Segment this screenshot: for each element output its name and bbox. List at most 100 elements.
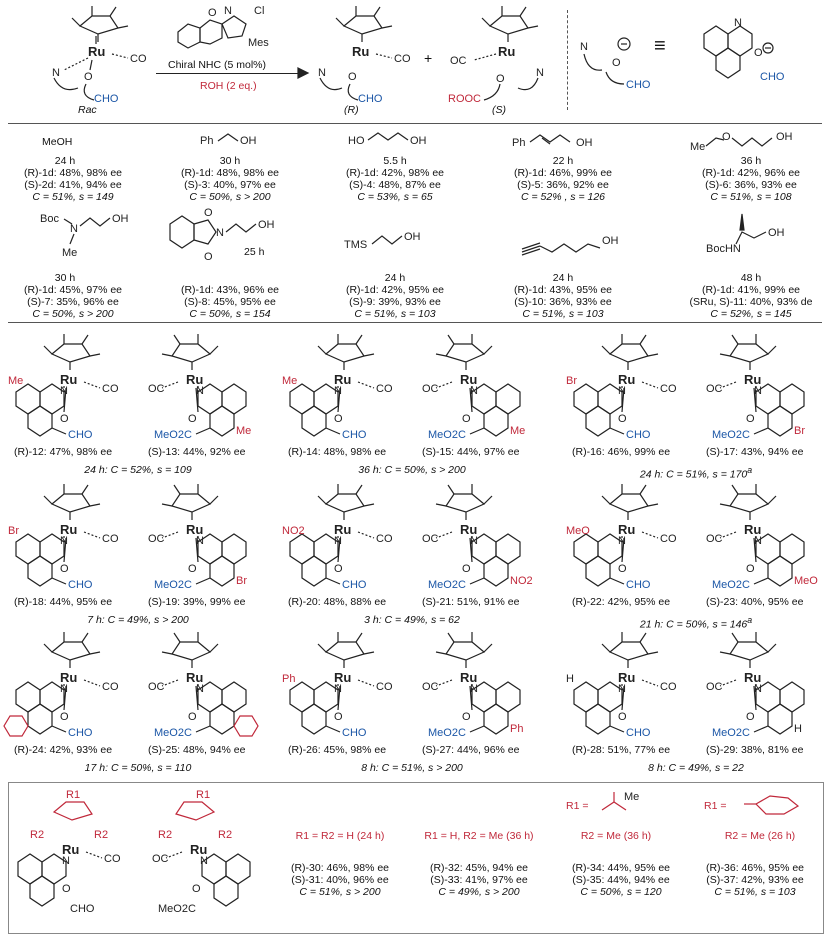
result-s: (S)-2d: 41%, 94% ee [24,179,122,191]
variant-s: (S)-31: 40%, 96% ee [291,874,389,886]
svg-text:Ru: Ru [498,44,515,59]
svg-text:N: N [618,535,626,547]
svg-text:O: O [334,711,343,723]
svg-text:MeO2C: MeO2C [154,579,192,591]
svg-text:OH: OH [258,219,275,231]
svg-text:Ru: Ru [190,842,207,857]
caption-r: (R)-28: 51%, 77% ee [572,744,671,756]
svg-text:Ru: Ru [618,522,635,537]
svg-text:CO: CO [394,53,411,65]
svg-text:MeO: MeO [794,575,818,587]
result-r: (R)-1d: 45%, 97% ee [23,284,123,296]
result-r: (R)-1d: 42%, 96% ee [701,167,801,179]
svg-text:Ru: Ru [744,522,761,537]
variant-s: (S)-37: 42%, 93% ee [706,874,804,886]
svg-text:N: N [200,855,208,867]
svg-text:TMS: TMS [344,239,367,251]
svg-text:CHO: CHO [342,579,367,591]
svg-text:OC: OC [148,383,165,395]
result-cs: C = 51%, s = 103 [522,308,604,320]
svg-text:R2: R2 [30,829,44,841]
triazolium-n-label: N [224,5,232,17]
svg-text:N: N [470,535,478,547]
svg-text:CO: CO [376,681,393,693]
time-label: 24 h [384,272,406,284]
svg-text:O: O [204,207,213,219]
time-label: 30 h [54,272,76,284]
svg-text:R2: R2 [158,829,172,841]
svg-text:O: O [496,73,505,85]
svg-text:O: O [60,711,69,723]
result-s: (S)-4: 48%, 87% ee [349,179,441,191]
svg-text:O: O [334,413,343,425]
result-r: (R)-1d: 42%, 95% ee [345,284,445,296]
svg-text:CO: CO [102,681,119,693]
conditions-text: 7 h: C = 49%, s > 200 [87,614,189,626]
caption-s: (S)-13: 44%, 92% ee [148,446,246,458]
result-cs: C = 52%, s = 145 [710,308,792,320]
svg-text:R1: R1 [196,789,210,801]
cl-label: Cl [254,5,264,17]
svg-text:OH: OH [112,213,129,225]
caption-r: (R)-22: 42%, 95% ee [572,596,671,608]
svg-text:Me: Me [690,141,705,153]
svg-text:OC: OC [148,533,165,545]
svg-text:CO: CO [660,533,677,545]
svg-text:O: O [334,563,343,575]
svg-text:O: O [618,413,627,425]
svg-text:MeO2C: MeO2C [428,429,466,441]
svg-text:N: N [618,683,626,695]
svg-text:MeO2C: MeO2C [158,903,196,915]
svg-text:Ru: Ru [60,372,77,387]
variant-r: (R)-36: 46%, 95% ee [705,862,805,874]
svg-text:N: N [318,67,326,79]
caption-r: (R)-18: 44%, 95% ee [14,596,113,608]
variant-r: (R)-34: 44%, 95% ee [571,862,671,874]
rac-label: Rac [78,104,97,116]
svg-text:OH: OH [776,131,793,143]
time-label: 36 h [740,155,762,167]
conditions-text: 8 h: C = 51%, s > 200 [361,762,463,774]
isopropyl-structure: Me [601,791,639,811]
svg-text:CO: CO [376,383,393,395]
caption-s: (S)-25: 48%, 94% ee [148,744,246,756]
variant-head: R1 = H, R2 = Me (36 h) [424,830,534,842]
ligand-shorthand-structure: N O CHO [580,37,651,91]
svg-text:CHO: CHO [68,429,93,441]
svg-text:N: N [60,683,68,695]
caption-conditions: 17 h: C = 50%, s = 110 [38,762,238,774]
caption-s: (S)-19: 39%, 99% ee [148,596,246,608]
cho-label: CHO [94,93,119,105]
svg-text:OH: OH [576,137,593,149]
svg-text:OC: OC [422,681,439,693]
result-cs: C = 50%, s > 200 [189,191,271,203]
svg-text:N: N [754,385,762,397]
svg-text:N: N [580,41,588,53]
svg-text:OC: OC [152,853,169,865]
variant-head-r1: R1 = [704,800,727,812]
svg-text:O: O [188,413,197,425]
n-label: N [52,67,60,79]
svg-text:H: H [794,723,802,735]
time-label: 5.5 h [383,155,407,167]
result-s: (S)-8: 45%, 95% ee [184,296,276,308]
svg-text:CHO: CHO [626,429,651,441]
equivalent-sign: ≡ [654,35,666,57]
caption-s: (S)-27: 44%, 96% ee [422,744,520,756]
svg-text:O: O [462,711,471,723]
rac-complex-structure: Ru CO N O CHO [52,6,147,105]
plus-sign: + [424,50,433,66]
svg-text:CHO: CHO [342,429,367,441]
result-s: (S)-5: 36%, 92% ee [517,179,609,191]
svg-text:OC: OC [706,681,723,693]
caption-r: (R)-16: 46%, 99% ee [572,446,671,458]
result-cs: C = 53%, s = 65 [357,191,433,203]
svg-text:HO: HO [348,135,365,147]
